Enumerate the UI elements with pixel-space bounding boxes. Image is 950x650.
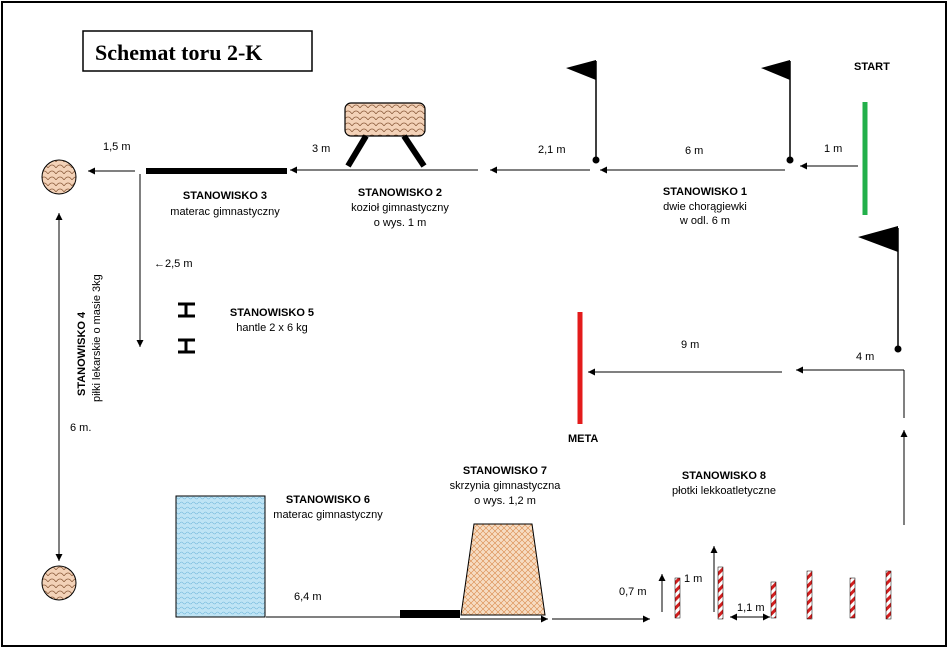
vaulting-buck-icon: [344, 102, 427, 168]
distance-1-5m: 1,5 m: [103, 141, 131, 153]
station-7-name: STANOWISKO 7: [463, 465, 547, 477]
distance-9m: 9 m: [681, 339, 699, 351]
diagram-title: Schemat toru 2-K: [95, 40, 262, 65]
distance-4m: 4 m: [856, 351, 874, 363]
hurdle-icon-3: [770, 581, 777, 619]
station-7-desc: skrzynia gimnastyczna: [450, 480, 562, 492]
distance-6m-balls: 6 m.: [70, 422, 91, 434]
hurdle-icon-5: [849, 577, 856, 619]
medicine-ball-icon-2: [41, 565, 77, 601]
hurdle-icon-6: [885, 570, 892, 620]
dumbbell-icon-1: [178, 302, 195, 318]
station-5-name: STANOWISKO 5: [230, 307, 314, 319]
distance-2-5m: ←2,5 m: [154, 258, 193, 270]
station-7-desc2: o wys. 1,2 m: [474, 495, 536, 507]
distance-1-1m: 1,1 m: [737, 602, 765, 614]
vaulting-box-icon: [460, 523, 546, 616]
station-1-desc2: w odl. 6 m: [679, 215, 730, 227]
flag-icon-2: [566, 60, 600, 164]
station-3-name: STANOWISKO 3: [183, 190, 267, 202]
station-3-desc: materac gimnastyczny: [170, 206, 280, 218]
station-6-name: STANOWISKO 6: [286, 494, 370, 506]
hurdle-icon-2: [717, 566, 724, 620]
hurdle-icon-1: [674, 577, 681, 619]
station-4-desc: piłki lekarskie o masie 3kg: [91, 274, 103, 402]
distance-1m-hurdle: 1 m: [684, 573, 702, 585]
station-6-desc: materac gimnastyczny: [273, 509, 383, 521]
hurdle-icon-4: [806, 570, 813, 620]
distance-6m: 6 m: [685, 145, 703, 157]
flag-icon-3: [858, 226, 902, 353]
dumbbell-icon-2: [178, 338, 195, 354]
station-8-name: STANOWISKO 8: [682, 470, 766, 482]
distance-2-1m: 2,1 m: [538, 144, 566, 156]
mat-6: [175, 495, 266, 618]
medicine-ball-icon-1: [41, 159, 77, 195]
title-box: [82, 30, 313, 72]
station-5-desc: hantle 2 x 6 kg: [236, 322, 308, 334]
station-4-name: STANOWISKO 4: [76, 311, 88, 396]
distance-3m: 3 m: [312, 143, 330, 155]
station-2-desc2: o wys. 1 m: [374, 217, 427, 229]
station-2-desc: kozioł gimnastyczny: [351, 202, 449, 214]
station-1-name: STANOWISKO 1: [663, 186, 747, 198]
station-8-desc: płotki lekkoatletyczne: [672, 485, 776, 497]
distance-0-7m: 0,7 m: [619, 586, 647, 598]
finish-label: META: [568, 433, 598, 445]
mat-3: [146, 168, 287, 174]
box-takeoff: [400, 610, 460, 618]
start-label: START: [854, 61, 890, 73]
station-2-name: STANOWISKO 2: [358, 187, 442, 199]
distance-1m: 1 m: [824, 143, 842, 155]
station-1-desc: dwie chorągiewki: [663, 201, 747, 213]
flag-icon-1: [761, 60, 794, 164]
distance-6-4m: 6,4 m: [294, 591, 322, 603]
